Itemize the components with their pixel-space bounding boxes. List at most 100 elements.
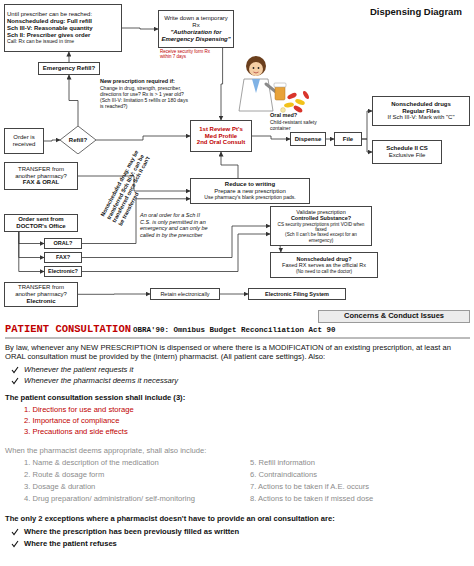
list-heading: The only 2 exceptions where a pharmacist… [5, 514, 470, 523]
node-text: Dispense [293, 136, 323, 143]
process-box: File [334, 132, 362, 146]
section-band: Concerns & Conduct Issues [318, 310, 470, 323]
process-box: TRANSFER from another pharmacy?Electroni… [4, 282, 78, 307]
node-text: Schedule II CS [375, 145, 439, 152]
list-item: 2. Importance of compliance [24, 416, 324, 425]
bullet-item: Where the patient refuses [24, 539, 464, 548]
node-text: FAX? [47, 254, 79, 260]
list-item: 2. Route & dosage form [24, 470, 244, 479]
decision-diamond: Refill? [60, 126, 96, 154]
node-text: Validate prescription [273, 209, 369, 215]
note-heading: New prescription required if: [100, 78, 192, 85]
process-box: Until prescriber can be reached:Nonsched… [4, 4, 122, 52]
flow-arrow [96, 136, 190, 140]
process-box: Reduce to writingPrepare a new prescript… [190, 178, 310, 204]
process-box: Order is received [4, 128, 44, 154]
node-text: 1st Review Pt's Med Profile [193, 126, 249, 140]
check-bullet [12, 378, 18, 384]
list-item: 6. Contraindications [250, 470, 465, 479]
list-item: 3. Precautions and side effects [24, 427, 324, 436]
node-text: Retain electronically [153, 291, 217, 297]
node-text: Controlled Substance? [273, 215, 369, 221]
capsule [286, 92, 297, 100]
node-text: 2nd Oral Consult [193, 139, 249, 146]
note: Child-resistant safety container [270, 119, 336, 131]
node-text: Nonscheduled drug? [273, 256, 375, 262]
list-item: 7. Actions to be taken if A.E. occurs [250, 482, 465, 491]
node-text: Electronic Filing System [251, 291, 343, 297]
process-box: Order sent from DOCTOR's Office [4, 214, 78, 232]
bullet-item: Where the prescription has been previous… [24, 527, 464, 536]
pill-bottle-cap [274, 83, 286, 87]
note: Receive security form Rx within 7 days [160, 49, 220, 60]
node-text: Concerns & Conduct Issues [321, 312, 467, 321]
process-box: ORAL? [44, 238, 82, 249]
node-text: Exclusive File [375, 152, 439, 159]
node-text: Prepare a new prescription [193, 188, 307, 195]
process-box: Validate prescriptionControlled Substanc… [270, 206, 372, 246]
node-text: Refill? [62, 137, 94, 144]
flow-arrow [362, 111, 372, 139]
pharmacist-shirt [252, 79, 260, 93]
flow-arrow [68, 52, 69, 62]
flow-arrow [221, 152, 238, 178]
note: An oral order for a Sch II C.S. is only … [140, 212, 212, 239]
pharmacist-eye [258, 67, 260, 69]
flow-arrow [122, 28, 158, 29]
node-text: Use pharmacy's blank prescription pads. [193, 195, 307, 201]
node-text: File [337, 136, 359, 143]
node-text: Sch III-V: Reasonable quantity [7, 25, 119, 32]
list-item: 8. Actions to be taken if missed dose [250, 494, 465, 503]
list-item: 5. Refill information [250, 458, 465, 467]
process-box: Nonscheduled drugsRegular FilesIf Sch II… [372, 96, 470, 126]
node-text: TRANSFER from another pharmacy? [7, 284, 75, 298]
flow-arrow [362, 139, 372, 152]
node-text: (No need to call the doctor) [273, 269, 375, 274]
node-text: Faxed RX serves as the official Rx [273, 262, 375, 268]
node-text: Order sent from DOCTOR's Office [7, 216, 75, 230]
flow-arrow [44, 140, 60, 141]
flow-arrow [69, 75, 78, 126]
node-text: ORAL? [47, 240, 79, 246]
capsule [284, 102, 295, 108]
node-text: CS security prescriptions print VOID whe… [273, 222, 369, 233]
pharmacist-hair [246, 56, 266, 76]
flow-arrow [19, 232, 44, 258]
node-text: FAX & ORAL [7, 179, 75, 186]
bullet-item: Whenever the patient requests it [24, 365, 464, 374]
node-text: Regular Files [375, 108, 467, 115]
check-bullet [12, 367, 18, 373]
list-heading: When the pharmacist deems appropriate, s… [5, 446, 465, 455]
note-heading: Oral med? [270, 112, 336, 119]
flow-arrow [19, 232, 44, 244]
process-box: Nonscheduled drug?Faxed RX serves as the… [270, 252, 378, 278]
pharmacist-mouth [254, 72, 259, 73]
process-box: Electronic Filing System [248, 288, 346, 300]
tablet [281, 108, 286, 113]
node-text: Sch II: Prescriber gives order [7, 32, 119, 39]
pharmacist-face [249, 62, 263, 76]
flow-arrow [82, 234, 270, 272]
capsule [302, 90, 310, 100]
node-text: Until prescriber can be reached: [7, 11, 119, 18]
check-bullet [12, 541, 18, 547]
heading-rule [5, 338, 470, 339]
list-item: 1. Directions for use and storage [24, 405, 324, 414]
process-box: Emergency Refill? [38, 62, 100, 75]
flow-arrow [221, 48, 223, 120]
node-text: "Authorization for Emergency Dispensing" [161, 29, 231, 43]
paragraph: By law, whenever any NEW PRESCRIPTION is… [5, 343, 470, 362]
node-text: Nonscheduled drugs [375, 101, 467, 108]
node-text: If Sch III-V: Mark with "C" [375, 114, 467, 121]
capsule [295, 98, 306, 106]
process-box: FAX? [44, 252, 82, 263]
section-subheading: OBRA'90: Omnibus Budget Reconciliation A… [133, 326, 336, 335]
flow-arrow [19, 232, 44, 272]
process-box: TRANSFER from another pharmacy?FAX & ORA… [4, 162, 78, 190]
flow-arrow [220, 294, 248, 295]
list-item: 4. Drug preparation/ administration/ sel… [24, 494, 248, 503]
node-text: Write down a temporary Rx [161, 15, 231, 29]
flow-arrow [326, 139, 334, 140]
node-text: Emergency Refill? [41, 65, 97, 72]
